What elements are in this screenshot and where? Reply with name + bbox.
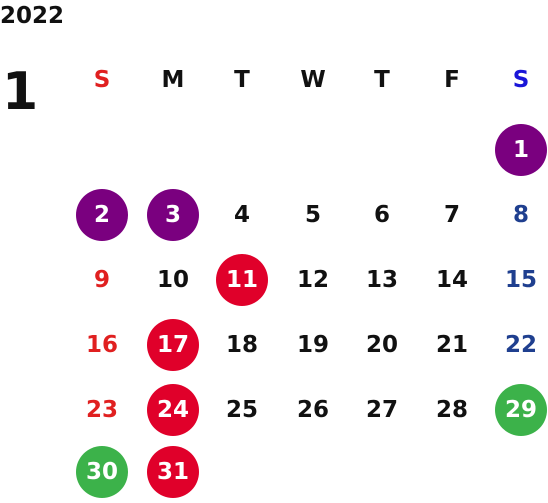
calendar-day: 31 bbox=[147, 446, 199, 498]
weekday-header: W bbox=[300, 67, 326, 93]
calendar-day: 6 bbox=[373, 202, 390, 228]
calendar-day: 21 bbox=[435, 332, 468, 358]
calendar-day: 14 bbox=[435, 267, 468, 293]
calendar-day: 13 bbox=[365, 267, 398, 293]
weekday-header: F bbox=[444, 67, 460, 93]
month-label: 1 bbox=[2, 62, 39, 122]
weekday-header: T bbox=[234, 67, 250, 93]
calendar-day: 19 bbox=[296, 332, 329, 358]
calendar-day: 29 bbox=[495, 384, 547, 436]
calendar-day: 26 bbox=[296, 397, 329, 423]
calendar-day: 12 bbox=[296, 267, 329, 293]
calendar-day: 25 bbox=[225, 397, 258, 423]
calendar-day: 7 bbox=[443, 202, 460, 228]
calendar-day: 1 bbox=[495, 124, 547, 176]
calendar-day: 18 bbox=[225, 332, 258, 358]
calendar-day: 3 bbox=[147, 189, 199, 241]
year-label: 2022 bbox=[0, 3, 65, 29]
calendar-day: 16 bbox=[85, 332, 118, 358]
weekday-header: S bbox=[93, 67, 111, 93]
calendar-day: 17 bbox=[147, 319, 199, 371]
weekday-header: T bbox=[374, 67, 390, 93]
calendar-day: 9 bbox=[93, 267, 110, 293]
calendar-day: 5 bbox=[304, 202, 321, 228]
calendar-day: 11 bbox=[216, 254, 268, 306]
calendar-day: 23 bbox=[85, 397, 118, 423]
weekday-header: S bbox=[512, 67, 530, 93]
calendar-day: 15 bbox=[504, 267, 537, 293]
calendar-day: 24 bbox=[147, 384, 199, 436]
calendar-day: 28 bbox=[435, 397, 468, 423]
calendar-day: 8 bbox=[512, 202, 529, 228]
calendar-day: 20 bbox=[365, 332, 398, 358]
calendar-day: 27 bbox=[365, 397, 398, 423]
calendar-day: 30 bbox=[76, 446, 128, 498]
calendar-day: 2 bbox=[76, 189, 128, 241]
calendar-day: 10 bbox=[156, 267, 189, 293]
calendar-day: 4 bbox=[233, 202, 250, 228]
calendar-day: 22 bbox=[504, 332, 537, 358]
weekday-header: M bbox=[161, 67, 185, 93]
